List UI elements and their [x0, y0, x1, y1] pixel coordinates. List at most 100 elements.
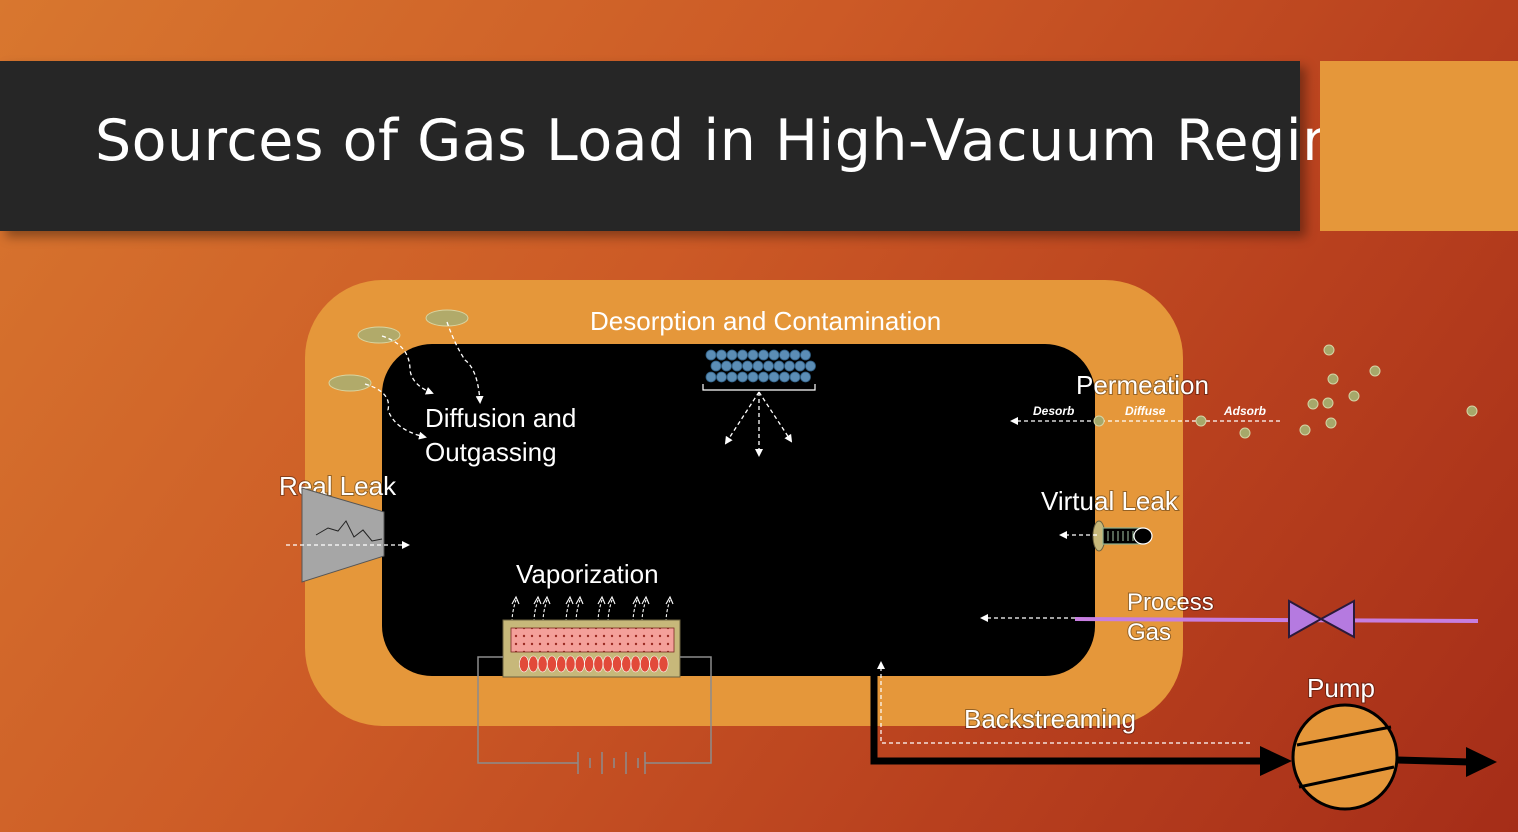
vapor-arrowhead	[632, 595, 641, 605]
gas-molecule	[1299, 424, 1311, 436]
heater-coil-loop	[584, 655, 594, 673]
adsorbed-molecule	[742, 360, 753, 372]
adsorbed-molecule	[705, 349, 717, 361]
heater-coil-loop	[547, 655, 557, 673]
chamber-interior	[382, 344, 1095, 676]
heater-coil-loop	[612, 655, 622, 673]
evaporant	[510, 627, 675, 653]
backstreaming-label: Backstreaming	[964, 704, 1136, 734]
desorption-bracket	[702, 384, 816, 391]
adsorbed-molecule	[731, 360, 743, 372]
adsorb-label: Adsorb	[1223, 404, 1266, 418]
adsorbed-molecule	[752, 360, 764, 372]
vapor-arrowhead	[511, 595, 520, 605]
adsorbed-molecule	[737, 349, 748, 361]
gas-molecule	[1195, 415, 1207, 427]
process-gas-label-line2: Gas	[1127, 619, 1171, 646]
adsorbed-molecule	[779, 349, 790, 361]
leak-crack	[315, 520, 383, 542]
gas-molecules	[1093, 344, 1478, 439]
adsorbed-molecule	[747, 371, 759, 383]
heater-coil-loop	[658, 655, 669, 673]
adsorbed-molecule	[784, 360, 795, 372]
vapor-arrowhead	[542, 595, 551, 605]
gas-molecule	[1348, 390, 1360, 402]
heater-coil-loop	[574, 655, 585, 673]
adsorbed-molecule	[710, 360, 722, 372]
exhaust-arrowhead	[1466, 747, 1497, 777]
heater-coil	[519, 655, 669, 673]
gas-molecule	[1239, 427, 1251, 439]
vapor-arrowhead	[575, 595, 584, 605]
diffusion-label-line2: Outgassing	[425, 437, 557, 467]
adsorbed-molecule	[789, 371, 801, 383]
adsorbed-molecule	[800, 371, 811, 383]
gas-molecule	[1323, 344, 1335, 356]
gas-molecule	[1369, 365, 1381, 377]
heater-coil-loop	[621, 655, 632, 673]
heater-coil-loop	[630, 655, 641, 673]
desorb-label: Desorb	[1033, 404, 1074, 418]
adsorbed-molecule	[726, 349, 738, 361]
heater-coil-loop	[556, 655, 567, 673]
heater-coil-loop	[519, 655, 529, 673]
gas-molecule	[1466, 405, 1478, 417]
vapor-arrowhead	[533, 595, 542, 605]
battery-icon	[577, 752, 646, 774]
vapor-arrowhead	[565, 595, 574, 605]
adsorbed-molecule	[779, 371, 790, 383]
adsorbed-molecule	[726, 371, 738, 383]
heater-coil-loop	[528, 655, 539, 673]
pump-line	[870, 676, 1262, 765]
vapor-arrowhead	[607, 595, 616, 605]
heater-circuit	[477, 656, 712, 764]
adsorbed-molecule-layer	[705, 349, 816, 383]
title-bar	[0, 61, 1300, 231]
vaporization-label: Vaporization	[516, 559, 659, 589]
heater-coil-loop	[640, 655, 650, 673]
outgassing-clouds	[328, 309, 469, 392]
heater-coil-loop	[602, 655, 613, 673]
real-leak-label: Real Leak	[279, 471, 397, 501]
gas-molecule	[1325, 417, 1337, 429]
heater-coil-loop	[537, 655, 548, 673]
adsorbed-molecule	[758, 371, 769, 383]
permeation-label: Permeation	[1076, 370, 1209, 400]
slide-title: Sources of Gas Load in High-Vacuum Regim…	[95, 108, 1394, 174]
desorption-arrows	[724, 391, 793, 457]
pump-line-arrowhead	[1260, 746, 1292, 776]
gas-molecule	[1093, 415, 1105, 427]
heater-coil-loop	[649, 655, 660, 673]
gas-molecule	[1322, 397, 1334, 409]
pump-label: Pump	[1307, 673, 1375, 703]
accent-block	[1320, 61, 1518, 231]
adsorbed-molecule	[737, 371, 748, 383]
adsorbed-molecule	[789, 349, 801, 361]
adsorbed-molecule	[768, 371, 780, 383]
adsorbed-molecule	[763, 360, 774, 372]
adsorbed-molecule	[768, 349, 780, 361]
adsorbed-molecule	[805, 360, 816, 372]
virtual-leak-screw	[1092, 520, 1153, 552]
backstreaming-arrow	[877, 661, 1250, 744]
diffuse-label: Diffuse	[1125, 404, 1166, 418]
adsorbed-molecule	[721, 360, 732, 372]
adsorbed-molecule	[716, 349, 727, 361]
gas-molecule	[1327, 373, 1339, 385]
diffusion-arrows	[364, 321, 484, 440]
diffusion-label-line1: Diffusion and	[425, 403, 576, 433]
process-gas-label-line1: Process	[1127, 589, 1214, 616]
vapor-arrowhead	[597, 595, 606, 605]
heater-coil-loop	[593, 655, 604, 673]
adsorbed-molecule	[747, 349, 759, 361]
desorption-label: Desorption and Contamination	[590, 306, 941, 336]
adsorbed-molecule	[705, 371, 717, 383]
valve-icon	[1288, 599, 1355, 639]
virtual-leak-label: Virtual Leak	[1041, 486, 1179, 516]
process-gas-line	[1074, 617, 1479, 623]
gas-molecule	[1307, 398, 1319, 410]
adsorbed-molecule	[794, 360, 806, 372]
adsorbed-molecule	[773, 360, 785, 372]
vapor-arrowhead	[665, 595, 674, 605]
